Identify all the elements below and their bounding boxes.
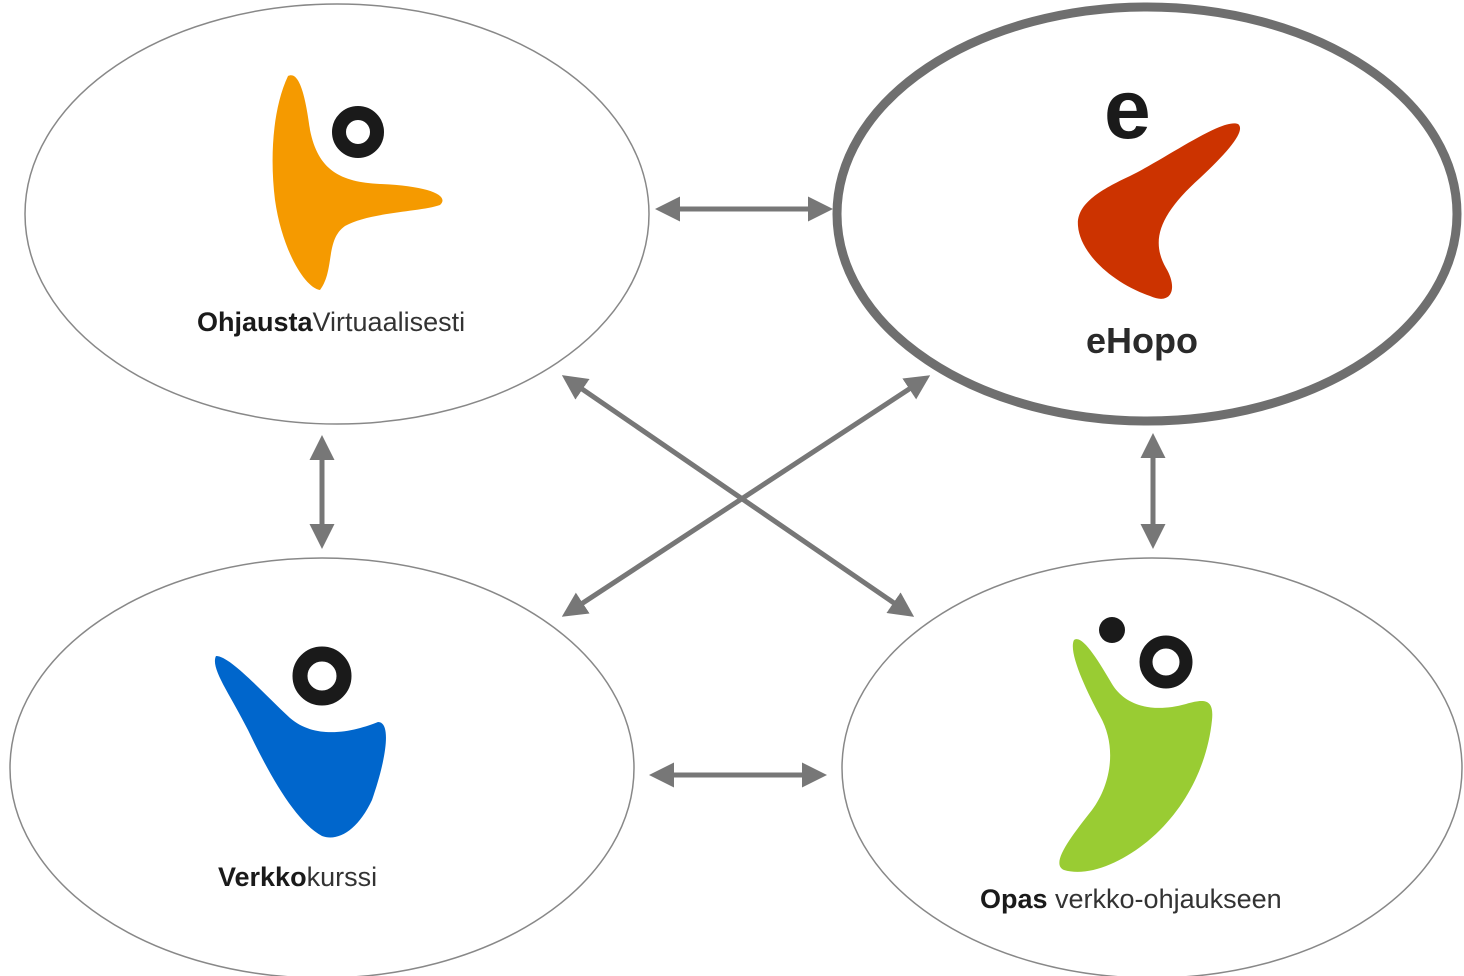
letter-o-icon — [292, 646, 352, 706]
letter-o-icon — [1139, 635, 1193, 689]
green-figure-icon — [1059, 639, 1213, 872]
verkkokurssi-logo — [214, 646, 386, 838]
node-label-bold: Ohjausta — [197, 307, 314, 337]
blue-figure-icon — [214, 656, 386, 838]
svg-text:OhjaustaVirtuaalisesti: OhjaustaVirtuaalisesti — [197, 307, 465, 337]
arrow-ehopo-verkkokurssi — [561, 375, 931, 617]
letter-o-icon — [332, 106, 384, 158]
ehopo-logo: e — [1077, 62, 1241, 299]
red-boomerang-icon — [1077, 123, 1241, 299]
letter-e-icon: e — [1104, 62, 1151, 156]
node-label-bold: eHopo — [1086, 320, 1198, 361]
svg-text:Opas verkko-ohjaukseen: Opas verkko-ohjaukseen — [980, 884, 1282, 914]
node-label-rest: verkko-ohjaukseen — [1048, 884, 1282, 914]
node-label-rest: Virtuaalisesti — [313, 307, 466, 337]
node-opas-verkko-ohjaukseen[interactable]: Opas verkko-ohjaukseen — [841, 557, 1463, 976]
node-ohjausta-virtuaalisesti[interactable]: OhjaustaVirtuaalisesti — [24, 3, 650, 425]
connections — [309, 196, 1166, 788]
dot-icon — [1099, 617, 1125, 643]
node-label-rest: kurssi — [307, 862, 378, 892]
node-ehopo[interactable]: e eHopo — [832, 2, 1462, 426]
orange-figure-icon — [272, 75, 443, 290]
svg-text:Verkkokurssi: Verkkokurssi — [218, 862, 377, 892]
node-label-bold: Opas — [980, 884, 1048, 914]
ohjausta-logo — [272, 75, 443, 290]
node-verkkokurssi[interactable]: Verkkokurssi — [9, 557, 635, 976]
node-label-bold: Verkko — [218, 862, 307, 892]
opas-logo — [1059, 617, 1213, 872]
